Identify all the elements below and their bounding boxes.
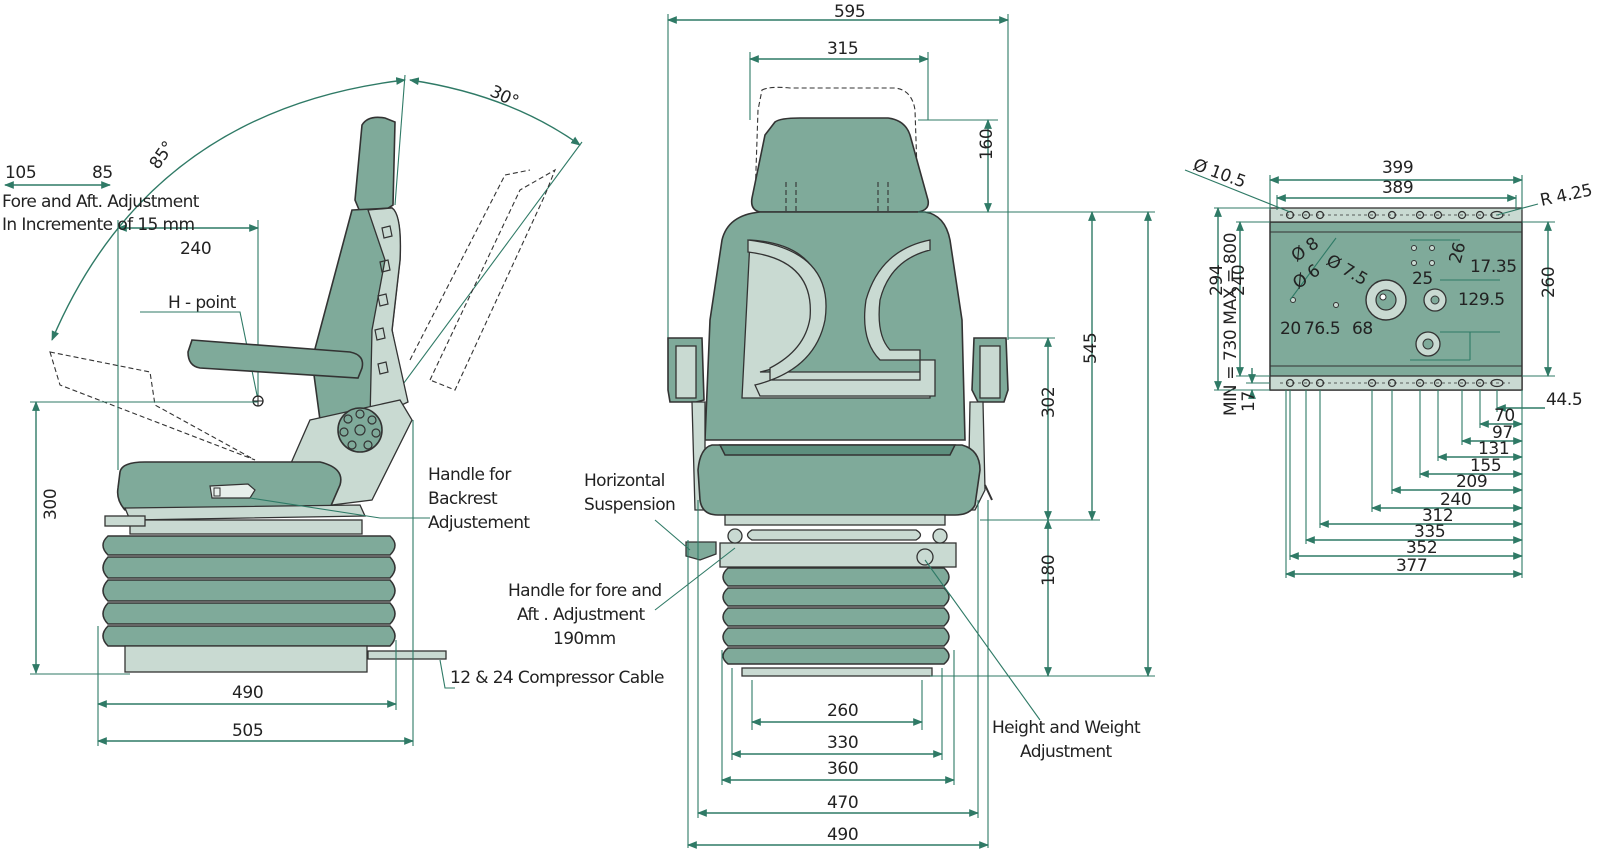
recline-30-arc <box>409 77 581 146</box>
angle-85-label: 85° <box>146 138 179 173</box>
dim-17-35-label: 17.35 <box>1470 257 1517 277</box>
horizontal-suspension-label-2: Suspension <box>584 495 675 515</box>
side-base-plate <box>124 645 368 673</box>
dim-105-label: 105 <box>5 163 36 183</box>
bottom-dim-label: 155 <box>1470 456 1501 476</box>
fore-aft-handle-label-2: Aft . Adjustment <box>517 605 646 625</box>
min-max-label: MIN = 730 MAX = 800 <box>1221 233 1241 416</box>
dim-294-label: 294 <box>1207 265 1227 296</box>
backrest-handle-label-3: Adjustement <box>428 513 530 533</box>
dim-76-5-label: 76.5 <box>1304 319 1340 339</box>
height-weight-knob <box>916 548 934 566</box>
dim-25-label: 25 <box>1412 269 1433 289</box>
dim-330-label: 330 <box>827 733 858 753</box>
dim-129-5-label: 129.5 <box>1458 290 1505 310</box>
fore-aft-label-1: Fore and Aft. Adjustment <box>2 192 200 212</box>
dim-399-label: 399 <box>1382 158 1413 178</box>
lumbar-knob <box>337 407 383 453</box>
bottom-offset-dims <box>1285 390 1523 578</box>
h-point-label: H - point <box>168 293 237 313</box>
dim-180-label: 180 <box>1039 555 1059 586</box>
dim-315-label: 315 <box>827 39 858 59</box>
backrest-handle-label-1: Handle for <box>428 465 511 485</box>
side-view: 85° 30° 105 85 Fore and Aft. Adjustment … <box>2 74 665 746</box>
dim-545-label: 545 <box>1081 333 1101 364</box>
dim-260-plate-label: 260 <box>1539 267 1559 298</box>
height-weight-label-2: Adjustment <box>1020 742 1113 762</box>
bottom-dim-label: 131 <box>1478 439 1509 459</box>
horizontal-suspension-label-1: Horizontal <box>584 471 665 491</box>
reclined-seat-outline <box>49 351 256 461</box>
dim-300-label: 300 <box>41 489 61 520</box>
front-bellows <box>722 567 950 665</box>
side-bellows <box>102 535 396 647</box>
bottom-dim-label: 70 <box>1494 406 1515 426</box>
recline-85-arc <box>51 77 406 341</box>
bottom-dim-label: 97 <box>1492 423 1513 443</box>
dim-20-label: 20 <box>1280 319 1301 339</box>
dim-389-label: 389 <box>1382 178 1413 198</box>
bottom-dim-label: 352 <box>1406 538 1437 558</box>
horizontal-suspension-bar <box>746 529 922 541</box>
side-armrest <box>187 339 364 379</box>
reclined-backrest-outline <box>429 168 557 391</box>
dim-470-label: 470 <box>827 793 858 813</box>
dim-240-side-label: 240 <box>180 239 211 259</box>
dim-260-front-label: 260 <box>827 701 858 721</box>
front-base-plate <box>741 667 933 677</box>
fore-aft-handle <box>685 541 717 561</box>
dim-160-label: 160 <box>977 129 997 160</box>
bottom-dim-label: 335 <box>1414 522 1445 542</box>
front-headrest <box>750 117 930 213</box>
fore-aft-handle-label-3: 190mm <box>553 629 616 649</box>
dim-490-side-label: 490 <box>232 683 263 703</box>
bottom-dim-label: 240 <box>1440 490 1471 510</box>
compressor-cable <box>367 650 447 660</box>
front-view: 595 315 160 545 302 180 MIN = 730 MAX = … <box>508 2 1241 849</box>
dim-505-label: 505 <box>232 721 263 741</box>
fore-aft-handle-label-1: Handle for fore and <box>508 581 662 601</box>
compressor-cable-label: 12 & 24 Compressor Cable <box>450 668 664 688</box>
dim-595-label: 595 <box>834 2 865 22</box>
bottom-dim-label: 312 <box>1422 506 1453 526</box>
dia-10-5-label: Ø 10.5 <box>1190 155 1248 192</box>
dim-302-label: 302 <box>1039 387 1059 418</box>
bottom-dim-label: 209 <box>1456 472 1487 492</box>
r-4-25-label: R 4.25 <box>1538 180 1594 211</box>
height-weight-label-1: Height and Weight <box>992 718 1141 738</box>
dim-240-plate-label: 240 <box>1229 265 1249 296</box>
fore-aft-label-2: In Incremente of 15 mm <box>2 215 195 235</box>
front-seat-cushion <box>697 444 981 516</box>
dim-68-label: 68 <box>1352 319 1373 339</box>
bottom-dim-label: 377 <box>1396 556 1427 576</box>
dim-360-label: 360 <box>827 759 858 779</box>
side-headrest <box>354 116 396 213</box>
dim-17-label: 17 <box>1239 391 1259 412</box>
angle-30-label: 30° <box>487 82 522 112</box>
dim-44-5-label: 44.5 <box>1546 390 1582 410</box>
base-plate-view: Ø 10.5 399 389 R 4.25 Ø 8 Ø 6 Ø 7.5 26 2… <box>1184 155 1594 578</box>
dim-85-label: 85 <box>92 163 113 183</box>
dim-490-front-label: 490 <box>827 825 858 845</box>
backrest-handle <box>209 483 256 499</box>
raised-headrest-outline <box>754 86 919 201</box>
backrest-handle-label-2: Backrest <box>428 489 498 509</box>
